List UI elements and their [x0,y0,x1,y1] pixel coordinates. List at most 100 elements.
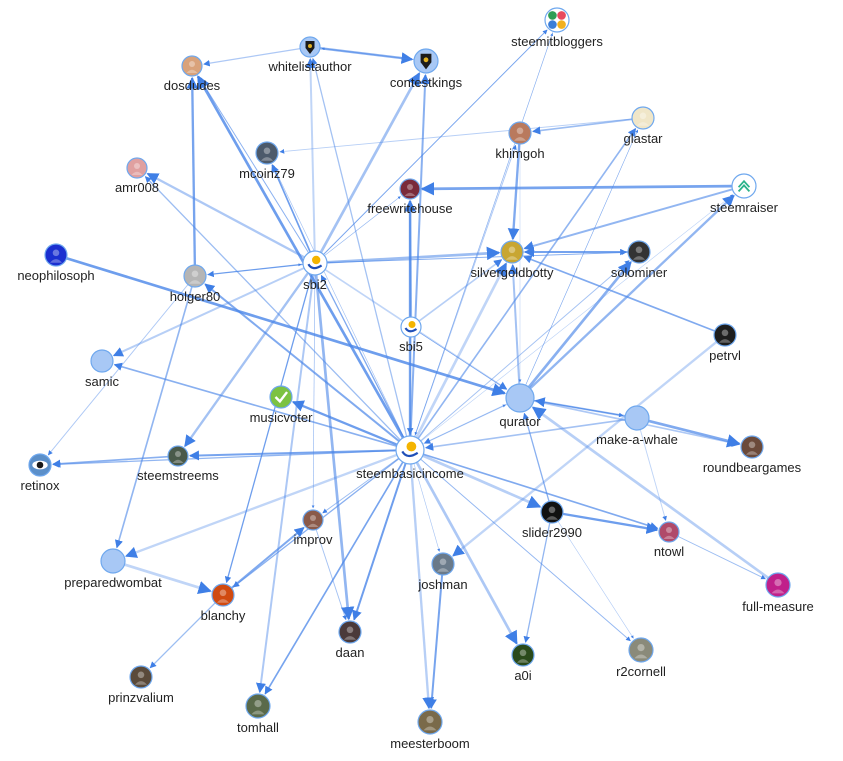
edge-holger80-to-dosdudes [186,76,199,266]
edge-sbi2-to-blanchy [224,274,313,584]
node-blanchy[interactable]: blanchy [201,583,246,623]
node-label: tomhall [237,720,279,735]
node-circle [211,583,235,607]
node-steemitbloggers[interactable]: steemitbloggers [511,7,603,49]
node-label: slider2990 [522,525,582,540]
node-label: preparedwombat [64,575,162,590]
edge-holger80-to-sbi2 [205,263,302,276]
node-samic[interactable]: samic [85,349,119,389]
node-circle [508,121,532,145]
edge-whitelistauthor-to-dosdudes [203,47,301,67]
edge-steemstreems-to-retinox [52,455,169,468]
node-silvergoldbotty[interactable]: silvergoldbotty [470,240,554,280]
node-petrvl[interactable]: petrvl [709,323,741,363]
node-daan[interactable]: daan [336,620,365,660]
node-circle [431,552,455,576]
node-ntowl[interactable]: ntowl [654,521,684,559]
node-full-measure[interactable]: full-measure [742,572,814,614]
node-label: solominer [611,265,668,280]
edge-slider2990-to-r2cornell [557,521,634,639]
node-prinzvalium[interactable]: prinzvalium [108,665,174,705]
node-glastar[interactable]: glastar [623,106,663,146]
edge-make-a-whale-to-steembasicincome [425,418,626,451]
edge-steembasicincome-to-mcoinz79 [272,164,405,438]
edge-preparedwombat-to-blanchy [124,563,212,595]
checkmark-icon [274,391,289,404]
node-contestkings[interactable]: contestkings [390,48,463,90]
edge-steemraiser-to-silvergoldbotty [523,188,733,251]
node-solominer[interactable]: solominer [611,240,668,280]
node-holger80[interactable]: holger80 [170,264,221,304]
node-circle [417,709,443,735]
node-label: a0i [514,668,531,683]
node-qurator[interactable]: qurator [499,383,541,429]
node-circle [126,157,148,179]
node-steembasicincome[interactable]: steembasicincome [356,435,464,481]
avatar-icon [216,589,230,603]
edge-neophilosoph-to-qurator [66,256,506,397]
avatar-icon [186,61,198,73]
node-label: musicvoter [250,410,314,425]
edge-steembasicincome-to-daan [352,462,407,621]
node-meesterboom[interactable]: meesterboom [390,709,470,751]
node-whitelistauthor[interactable]: whitelistauthor [267,36,352,74]
node-preparedwombat[interactable]: preparedwombat [64,548,162,590]
edge-qurator-to-glastar [525,129,639,386]
node-slider2990[interactable]: slider2990 [522,500,582,540]
edge-qurator-to-steembasicincome [423,403,508,444]
avatar-icon [505,246,519,260]
node-roundbeargames[interactable]: roundbeargames [703,435,802,475]
node-improv[interactable]: improv [293,509,333,547]
node-circle [181,55,203,77]
edge-sbi2-to-holger80 [207,263,304,278]
node-circle [505,383,535,413]
node-neophilosoph[interactable]: neophilosoph [17,243,95,283]
node-dosdudes[interactable]: dosdudes [164,55,221,93]
node-freewritehouse[interactable]: freewritehouse [367,178,453,216]
edge-sbi5-to-steembasicincome [406,336,414,435]
edge-steembasicincome-to-dosdudes [196,75,405,439]
node-retinox[interactable]: retinox [20,453,60,493]
node-mcoinz79[interactable]: mcoinz79 [239,141,295,181]
edge-sbi2-to-steemstreems [183,272,310,448]
node-circle [302,509,324,531]
avatar-icon [663,527,675,539]
node-steemstreems[interactable]: steemstreems [137,445,219,483]
node-label: prinzvalium [108,690,174,705]
node-r2cornell[interactable]: r2cornell [616,637,666,679]
node-label: steemraiser [710,200,779,215]
avatar-icon [307,515,319,527]
node-khimgoh[interactable]: khimgoh [495,121,545,161]
node-make-a-whale[interactable]: make-a-whale [596,405,678,447]
edge-make-a-whale-to-roundbeargames [648,419,741,448]
node-amr008[interactable]: amr008 [115,157,159,195]
node-label: freewritehouse [367,201,452,216]
edge-sbi2-to-freewritehouse [324,196,401,256]
node-circle [540,500,564,524]
node-musicvoter[interactable]: musicvoter [250,385,314,425]
node-tomhall[interactable]: tomhall [237,693,279,735]
node-label: full-measure [742,599,814,614]
edge-ntowl-to-full-measure [677,535,766,580]
edge-glastar-to-khimgoh [532,118,633,135]
node-a0i[interactable]: a0i [511,643,535,683]
avatar-icon [260,147,274,161]
node-circle [500,240,524,264]
edge-sbi2-to-contestkings [319,72,421,254]
node-label: steembasicincome [356,466,464,481]
node-sbi2[interactable]: sbi2 [302,250,328,292]
node-sbi5[interactable]: sbi5 [399,316,423,354]
edge-slider2990-to-a0i [523,522,551,643]
edge-steembasicincome-to-samic [113,362,397,447]
avatar-icon [718,329,732,343]
eye-icon [32,460,48,470]
edge-sbi2-to-daan [314,274,355,621]
node-joshman[interactable]: joshman [417,552,468,592]
avatar-icon [251,700,265,715]
edge-sbi5-to-freewritehouse [404,199,417,318]
edge-khimgoh-to-silvergoldbotty [507,143,521,241]
node-steemraiser[interactable]: steemraiser [710,173,779,215]
node-circle [544,7,570,33]
edge-slider2990-to-ntowl [562,512,659,534]
